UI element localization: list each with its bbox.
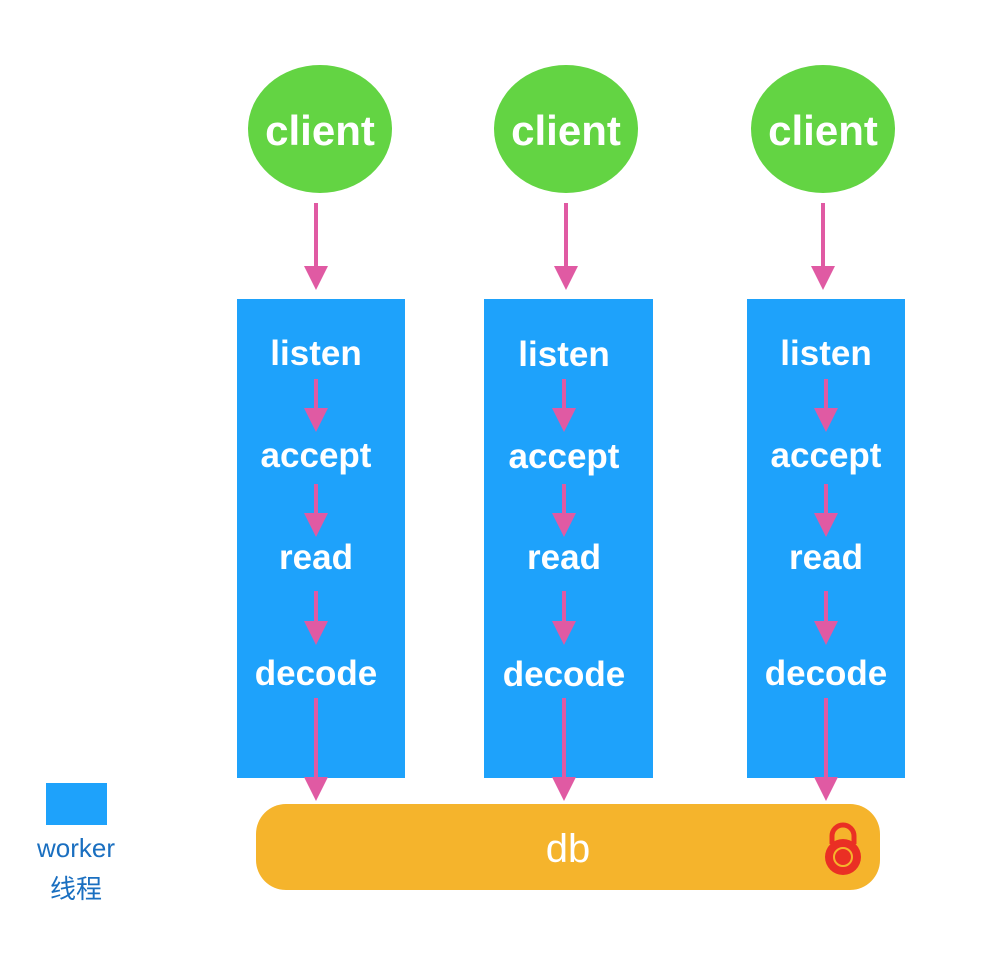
legend-swatch [46, 783, 107, 825]
column-1: client listen accept read decode [237, 65, 405, 801]
client-node [494, 65, 638, 193]
step-read: read [527, 538, 601, 577]
db-node: db [256, 804, 880, 890]
step-accept: accept [771, 436, 882, 475]
step-read: read [279, 538, 353, 577]
client-label: client [768, 107, 878, 154]
step-decode: decode [503, 655, 626, 694]
worker-thread [484, 299, 653, 778]
step-accept: accept [509, 437, 620, 476]
legend-label: worker [36, 833, 115, 863]
column-3: client listen accept read decode [747, 65, 905, 801]
worker-thread [237, 299, 405, 778]
lock-icon [825, 822, 861, 875]
client-label: client [265, 107, 375, 154]
client-node [751, 65, 895, 193]
step-listen: listen [270, 334, 361, 373]
step-decode: decode [765, 654, 888, 693]
client-node [248, 65, 392, 193]
client-label: client [511, 107, 621, 154]
db-label: db [546, 827, 591, 871]
column-2: client listen accept read decode [484, 65, 653, 801]
db-box [256, 804, 880, 890]
step-read: read [789, 538, 863, 577]
step-decode: decode [255, 654, 378, 693]
step-listen: listen [780, 334, 871, 373]
legend-sublabel: 线程 [49, 874, 102, 904]
step-listen: listen [518, 335, 609, 374]
step-accept: accept [261, 436, 372, 475]
